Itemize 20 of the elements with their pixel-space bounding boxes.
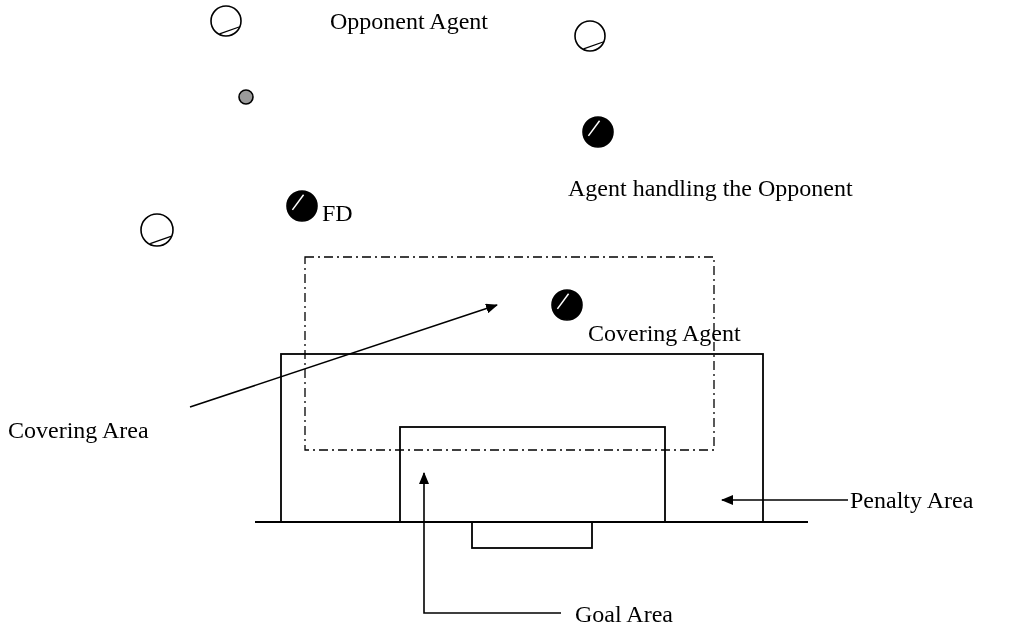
agent-label: Opponent Agent: [330, 7, 488, 36]
arrow: [419, 472, 562, 614]
agent-circle: [551, 289, 583, 321]
ball-circle: [238, 89, 254, 105]
node-label: Goal Area: [563, 597, 673, 629]
agent-circle: [286, 190, 318, 222]
opponent-agent-circle: [574, 20, 606, 52]
agent-label: Covering Agent: [588, 319, 741, 348]
goal-box: [472, 522, 592, 548]
node-label: Penalty Area: [850, 483, 1020, 517]
arrow: [189, 303, 498, 408]
goal-area-box: [400, 427, 665, 522]
penalty-area-box: [281, 354, 763, 522]
opponent-agent-circle: [140, 213, 174, 247]
agent-label: Agent handling the Opponent: [568, 174, 853, 203]
node-label: Covering Area: [8, 413, 198, 447]
agent-circle: [582, 116, 614, 148]
arrow: [721, 495, 849, 505]
agent-label: FD: [322, 199, 353, 228]
opponent-agent-circle: [210, 5, 242, 37]
